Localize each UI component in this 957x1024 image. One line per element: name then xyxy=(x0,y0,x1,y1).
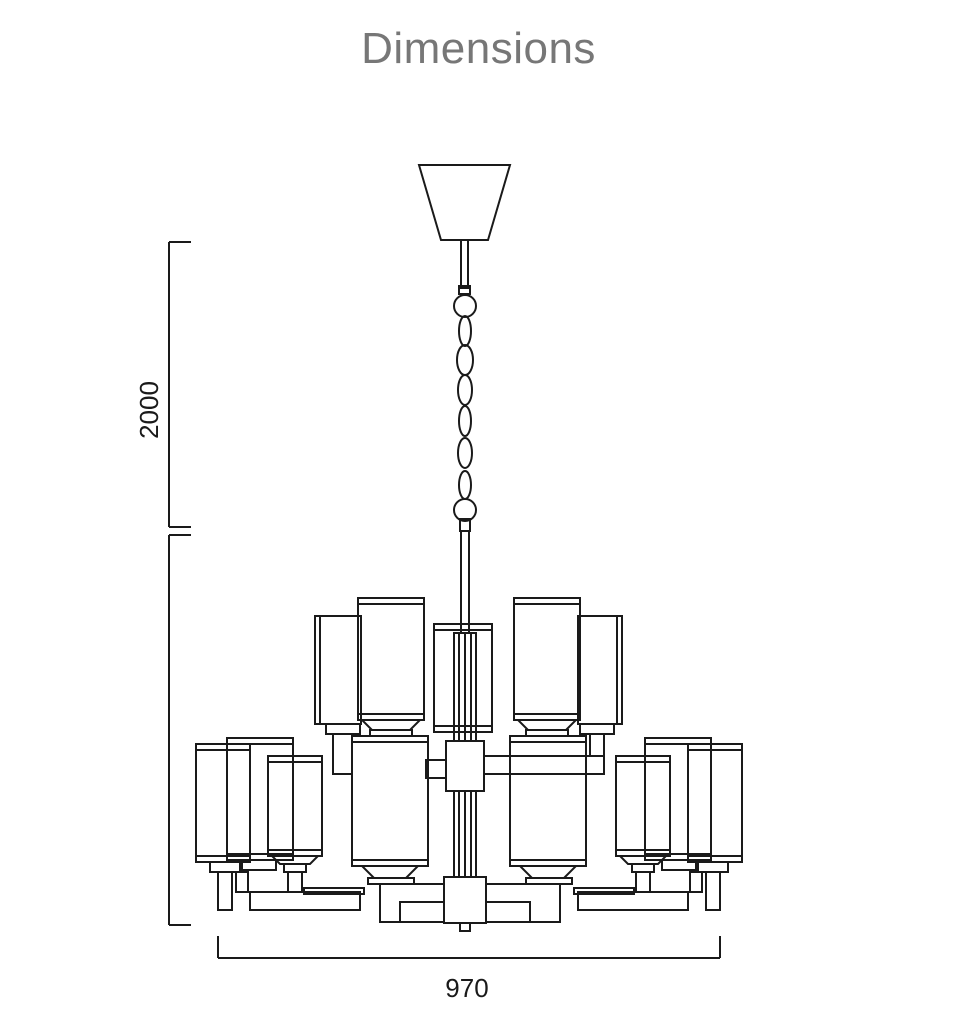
lower-tier-left-shades xyxy=(195,737,365,911)
height-dimension-line xyxy=(168,241,191,926)
ceiling-canopy xyxy=(417,164,512,241)
upper-arms xyxy=(332,734,605,779)
suspension-chain xyxy=(453,239,477,634)
height-dimension-label: 2000 xyxy=(134,381,164,439)
lower-tier-right-shades xyxy=(573,737,743,911)
page-title: Dimensions xyxy=(361,24,596,73)
width-dimension-line xyxy=(217,936,721,959)
lower-tier-center-left-shade xyxy=(351,735,445,923)
upper-tier-shades xyxy=(314,597,623,737)
central-stem xyxy=(443,632,487,932)
lower-tier-center-right-shade xyxy=(485,735,587,923)
width-dimension-label: 970 xyxy=(445,973,488,1003)
